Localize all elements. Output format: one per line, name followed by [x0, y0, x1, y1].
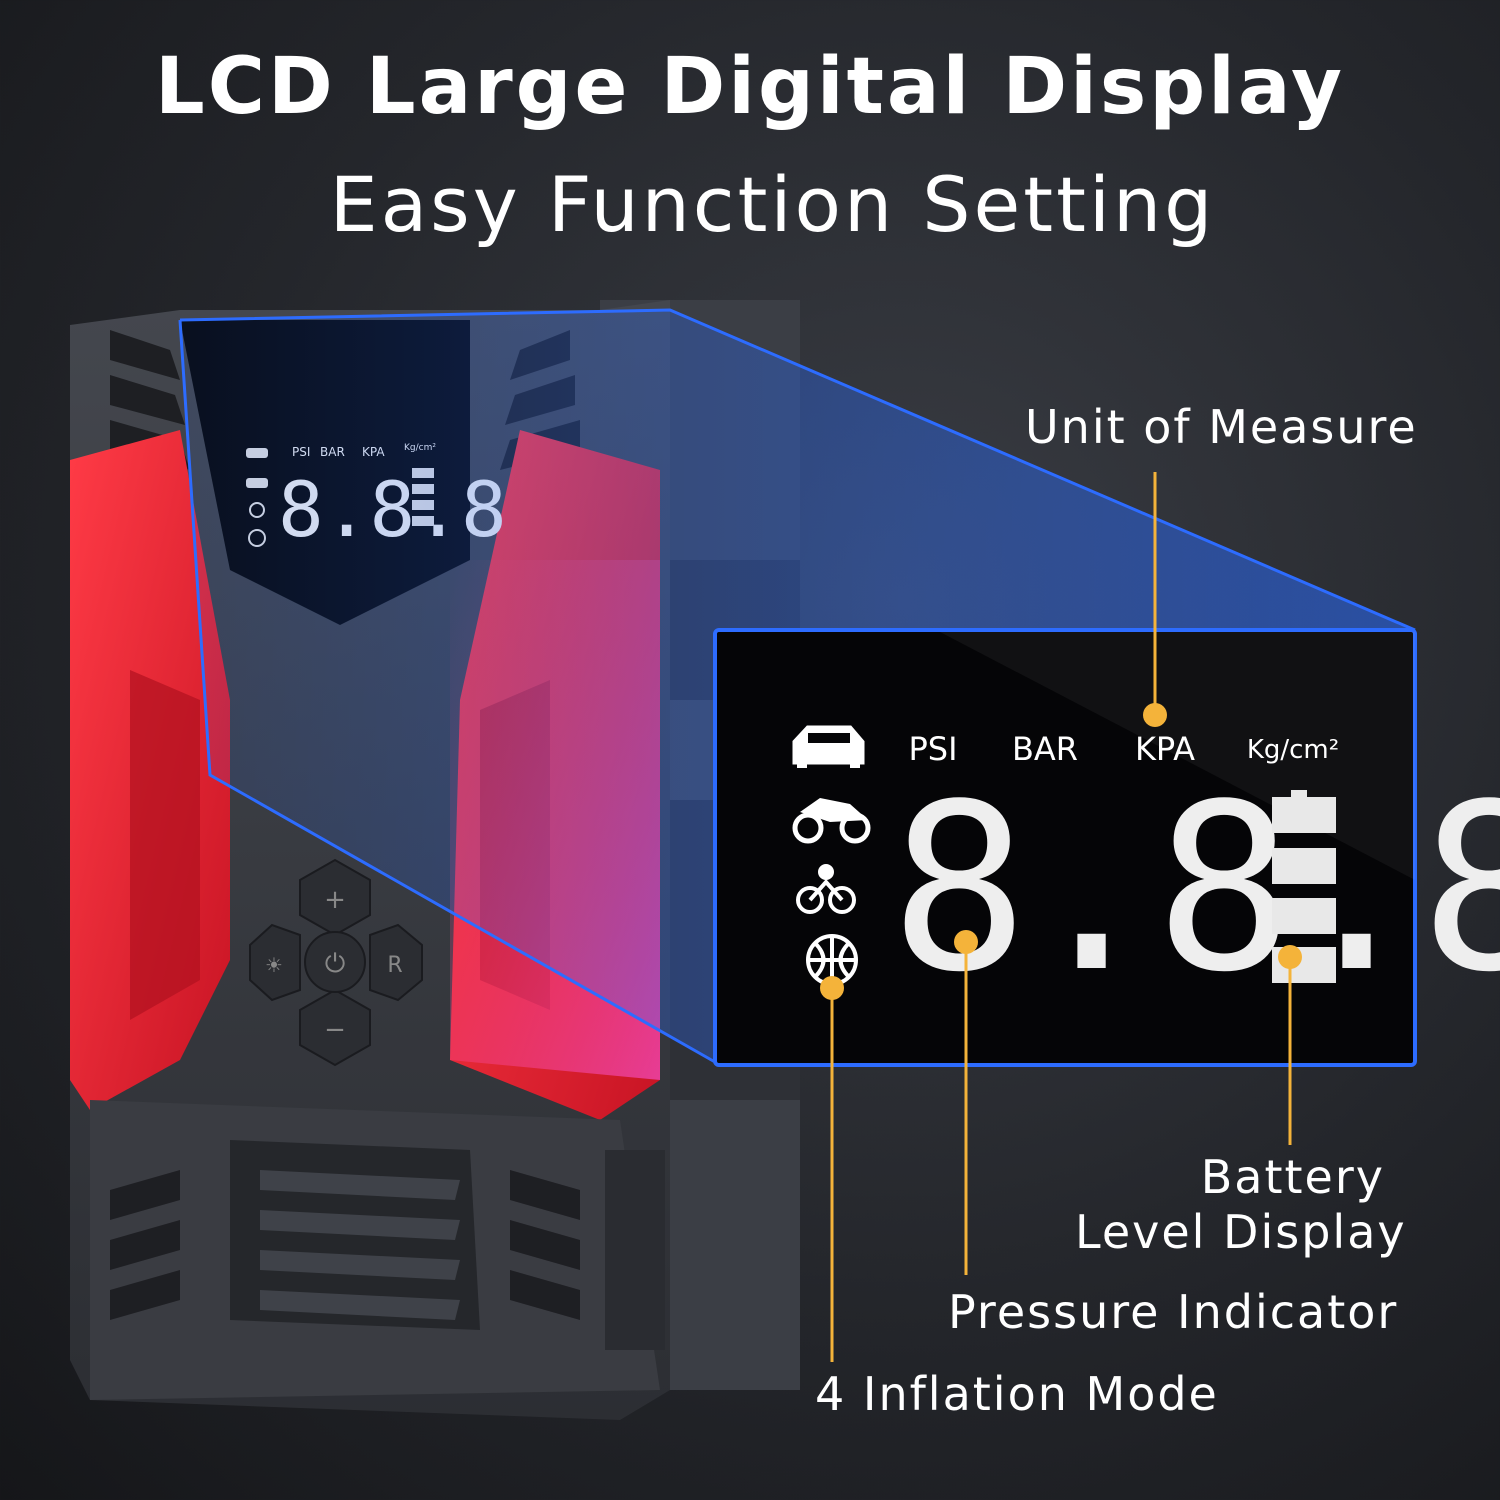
callout-leaders	[820, 472, 1302, 1362]
battery-bar	[1272, 898, 1336, 934]
svg-text:☀: ☀	[265, 953, 283, 977]
light-button[interactable]: ☀	[249, 923, 301, 1002]
callout-battery-line1: Battery	[1200, 1150, 1385, 1204]
unit-psi-label: PSI	[908, 730, 957, 768]
reset-button[interactable]: R	[369, 923, 423, 1002]
battery-bar	[1272, 848, 1336, 884]
unit-kpa-label: KPA	[1135, 730, 1195, 768]
unit-bar-label: BAR	[1012, 730, 1078, 768]
zoom-beam	[178, 308, 1416, 1064]
power-button[interactable]: ⏻	[304, 931, 366, 993]
svg-text:−: −	[324, 1015, 346, 1045]
motorcycle-icon	[792, 798, 871, 844]
svg-text:R: R	[387, 953, 402, 978]
callout-battery-line2: Level Display	[1075, 1205, 1407, 1259]
callout-inflation-mode: 4 Inflation Mode	[815, 1367, 1219, 1421]
lcd-panel: PSI BAR KPA Kg/cm² 8.8.8	[713, 628, 1500, 1067]
pressure-reading: 8.8.8	[890, 756, 1500, 1023]
page-subtitle: Easy Function Setting	[329, 160, 1216, 249]
bicycle-icon	[796, 864, 856, 914]
svg-text:⏻: ⏻	[325, 949, 346, 979]
control-pad: + − ☀ ⏻ R	[249, 858, 423, 1067]
callout-pressure-indicator: Pressure Indicator	[948, 1285, 1399, 1339]
plus-button[interactable]: +	[299, 858, 371, 937]
unit-kgcm2-label: Kg/cm²	[1247, 735, 1339, 765]
car-icon	[792, 725, 865, 768]
page-title: LCD Large Digital Display	[155, 42, 1345, 132]
svg-text:+: +	[324, 885, 346, 915]
battery-bar	[1272, 797, 1336, 833]
callout-unit-of-measure: Unit of Measure	[1025, 400, 1418, 454]
minus-button[interactable]: −	[299, 988, 371, 1067]
